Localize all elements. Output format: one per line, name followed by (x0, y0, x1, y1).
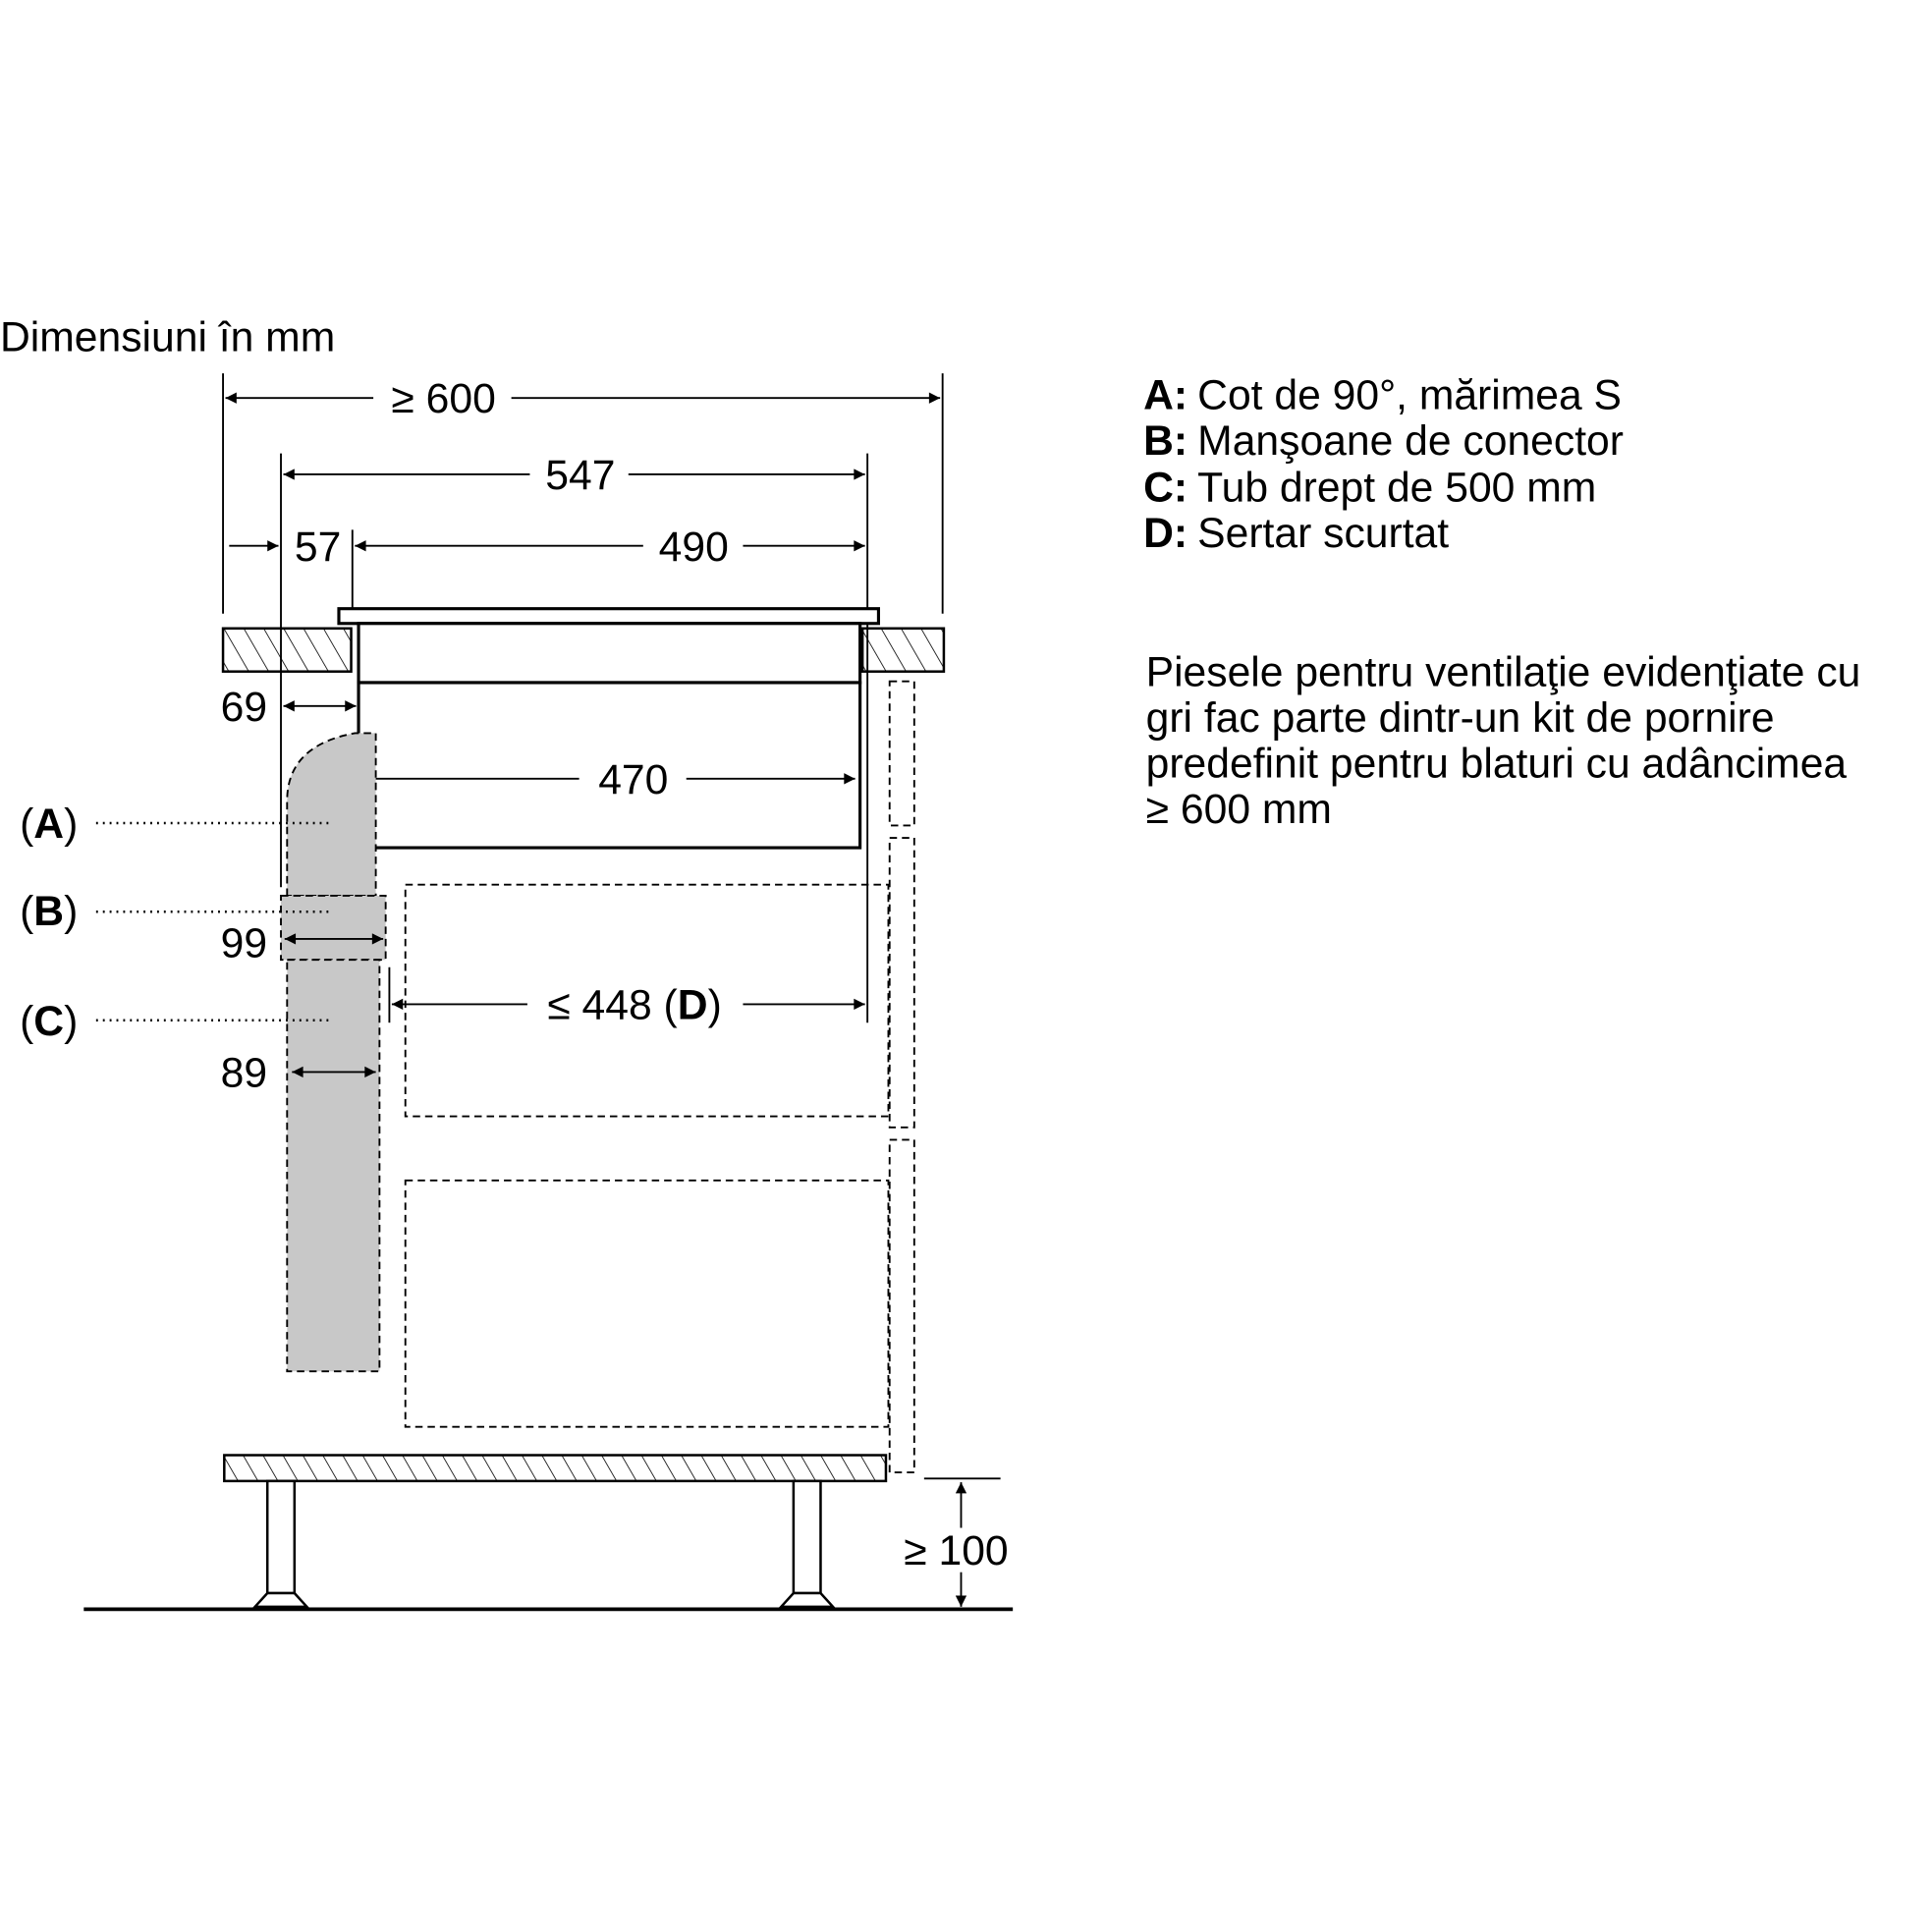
elbow-part-a (286, 732, 377, 897)
svg-text:(A): (A) (20, 800, 78, 848)
callout-b: (B) (20, 888, 331, 935)
svg-text:Piesele pentru ventilaţie evid: Piesele pentru ventilaţie evidenţiate cu (1146, 649, 1861, 696)
svg-text:99: 99 (221, 920, 267, 967)
connector-part-b (280, 895, 387, 962)
svg-text:≥ 100: ≥ 100 (904, 1527, 1008, 1574)
dim-tube: 89 (221, 1049, 376, 1096)
dim-overall-depth: ≥ 600 (225, 375, 941, 422)
dim-plinth: ≥ 100 (904, 1482, 1009, 1607)
cabinet-leg-right (778, 1479, 836, 1609)
svg-text:D:Sertar scurtat: D:Sertar scurtat (1143, 510, 1449, 557)
dim-unit-depth: 470 (361, 756, 856, 803)
svg-text:B:Manşoane de conector: B:Manşoane de conector (1143, 417, 1624, 465)
svg-text:69: 69 (221, 684, 267, 731)
svg-text:(B): (B) (20, 888, 78, 935)
lower-drawer (404, 1179, 890, 1428)
hob-body-upper (357, 622, 862, 685)
svg-text:≥ 600 mm: ≥ 600 mm (1146, 786, 1332, 833)
svg-text:547: 547 (545, 452, 615, 499)
svg-text:gri fac parte dintr-un kit de: gri fac parte dintr-un kit de pornire (1146, 694, 1775, 742)
callout-c: (C) (20, 998, 331, 1045)
tube-part-c (286, 959, 381, 1373)
hob-glass-top (337, 607, 881, 626)
svg-text:(C): (C) (20, 998, 78, 1045)
svg-text:470: 470 (598, 756, 668, 803)
dim-hob-depth: 547 (283, 452, 865, 499)
cabinet-base (223, 1454, 888, 1483)
countertop-right (860, 627, 946, 673)
diagram-title: Dimensiuni în mm (0, 314, 335, 361)
countertop-left (221, 627, 353, 673)
dim-connector: 99 (221, 920, 384, 967)
svg-text:89: 89 (221, 1049, 267, 1096)
cabinet-side-panel (888, 680, 915, 1474)
svg-text:≥ 600: ≥ 600 (391, 375, 495, 422)
hob-body-lower (357, 681, 862, 850)
shortened-drawer (404, 883, 890, 1118)
svg-text:≤ 448 (D): ≤ 448 (D) (547, 981, 721, 1028)
callout-a: (A) (20, 800, 331, 848)
dim-duct-gap: 69 (221, 684, 357, 731)
svg-text:490: 490 (659, 524, 729, 571)
ventilation-note: Piesele pentru ventilaţie evidenţiate cu… (1146, 649, 1861, 833)
svg-text:A:Cot de 90°, mărimea S: A:Cot de 90°, mărimea S (1143, 371, 1622, 418)
svg-text:predefinit pentru blaturi cu a: predefinit pentru blaturi cu adâncimea (1146, 741, 1848, 788)
parts-legend: A:Cot de 90°, mărimea S B:Manşoane de co… (1143, 371, 1624, 556)
dim-drawer: ≤ 448 (D) (391, 981, 865, 1028)
cabinet-leg-left (251, 1479, 310, 1609)
svg-text:C:Tub drept de 500 mm: C:Tub drept de 500 mm (1143, 465, 1596, 512)
dim-offset-cutout: 57 490 (229, 524, 865, 571)
svg-text:57: 57 (295, 524, 341, 571)
